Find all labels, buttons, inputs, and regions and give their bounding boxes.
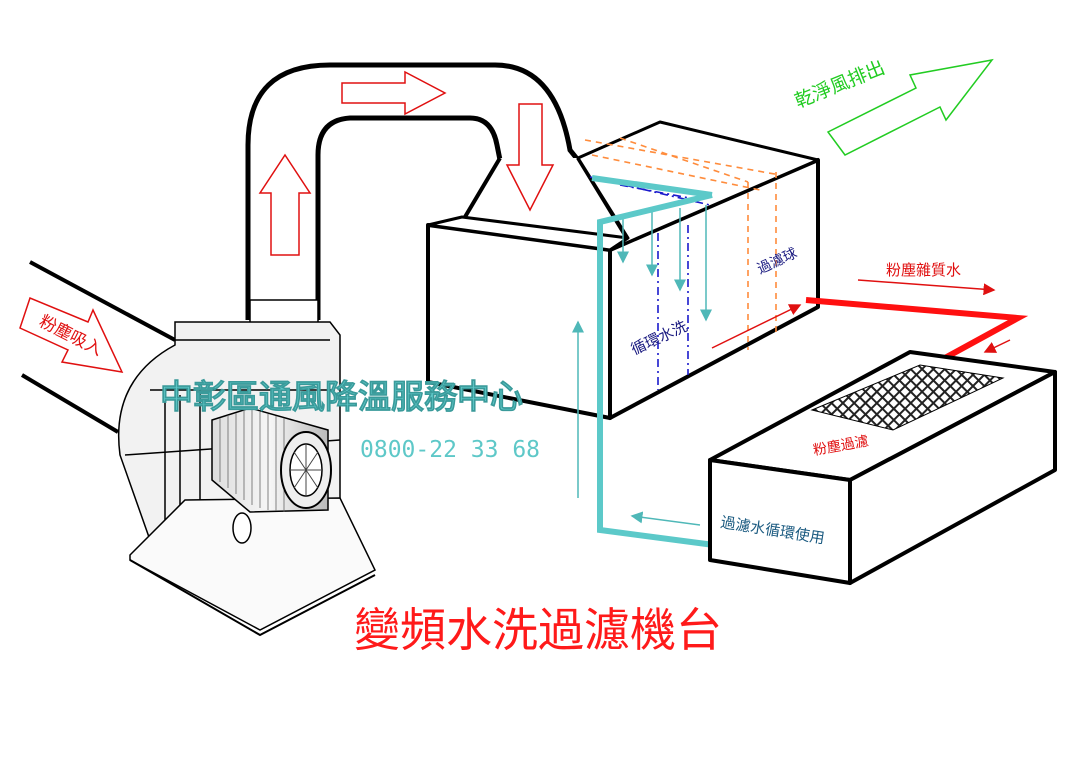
wash-tower [426,120,820,420]
watermark-phone: 0800-22 33 68 [360,437,540,463]
airflow-down-arrow [505,103,555,212]
circulating-water-pipe [597,192,715,548]
inlet-duct [20,260,176,434]
centrifugal-blower [118,299,376,637]
clean-air-arrow [826,58,994,156]
clean-air-label: 乾淨風排出 [792,57,888,113]
dust-inlet-arrow [19,296,124,373]
airflow-arrows [258,70,555,256]
dust-impurity-water-label: 粉塵雜質水 [886,261,961,279]
filter-ball-zone [584,137,781,350]
airflow-up-arrow [258,153,312,256]
spray-arrows [572,205,712,526]
watermark-name: 中彰區通風降溫服務中心 [160,377,523,416]
diagram-title: 變頻水洗過濾機台 [354,603,722,657]
spray-header-pipe [591,175,713,198]
airflow-right-arrow [341,70,447,116]
filter-mesh [810,364,1005,431]
